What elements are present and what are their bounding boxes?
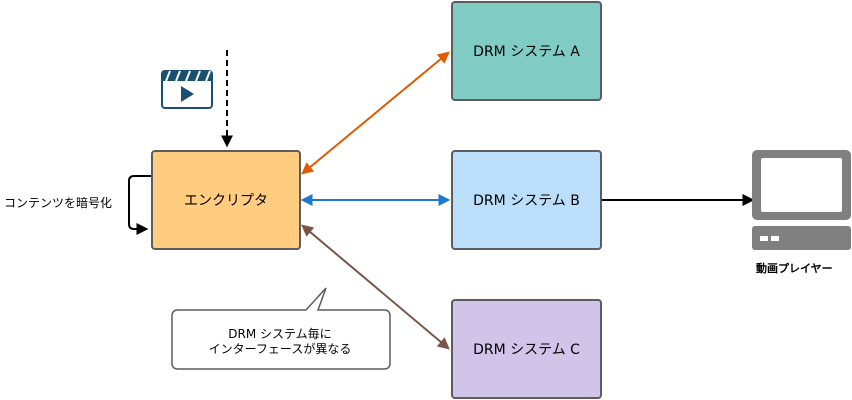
drm-system-c-label: DRM システム C bbox=[473, 342, 580, 358]
link-encryptor-drm-c bbox=[301, 224, 450, 350]
link-encryptor-drm-a bbox=[301, 51, 450, 175]
monitor-icon bbox=[752, 150, 851, 250]
player-label: 動画プレイヤー bbox=[756, 262, 833, 275]
drm-system-c-box[interactable]: DRM システム C bbox=[451, 299, 602, 399]
callout-line-1: DRM システム毎に bbox=[228, 327, 332, 341]
encrypt-content-label: コンテンツを暗号化 bbox=[4, 196, 113, 210]
encryptor-box[interactable]: エンクリプタ bbox=[151, 150, 301, 250]
callout-text: DRM システム毎に インターフェースが異なる bbox=[172, 318, 388, 366]
callout-bubble bbox=[171, 287, 391, 370]
encrypt-loop-arrow bbox=[128, 175, 151, 235]
callout-line-2: インターフェースが異なる bbox=[208, 342, 352, 356]
video-clapperboard-icon bbox=[161, 70, 213, 109]
drm-system-a-label: DRM システム A bbox=[473, 44, 580, 60]
drm-system-a-box[interactable]: DRM システム A bbox=[451, 1, 602, 101]
drm-system-b-label: DRM システム B bbox=[473, 193, 580, 209]
encryptor-label: エンクリプタ bbox=[184, 193, 268, 209]
drm-system-b-box[interactable]: DRM システム B bbox=[451, 150, 602, 250]
